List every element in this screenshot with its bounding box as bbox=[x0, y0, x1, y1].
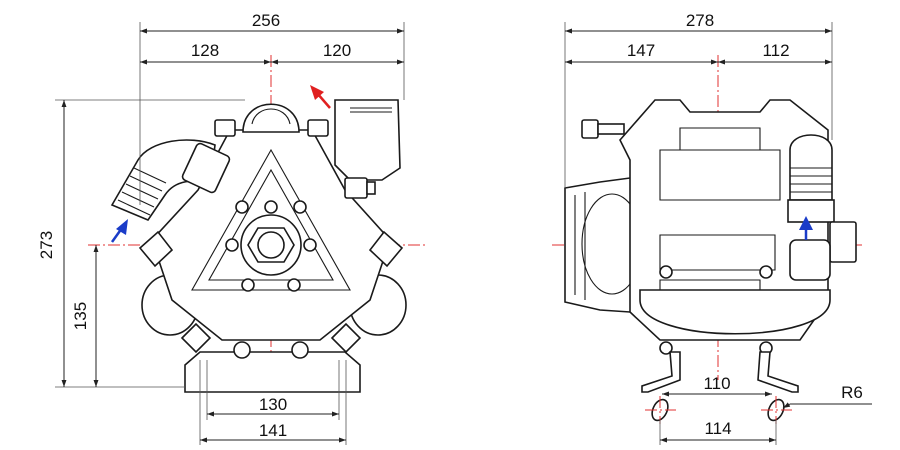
dim-r6-label: R6 bbox=[841, 383, 863, 402]
side-right-foot bbox=[757, 351, 799, 393]
dim-112-label: 112 bbox=[762, 41, 789, 60]
dim-147-label: 147 bbox=[627, 41, 655, 60]
dim-141-label: 141 bbox=[259, 421, 287, 440]
side-inlet-flow-arrow bbox=[799, 216, 813, 240]
dim-130-label: 130 bbox=[259, 395, 287, 414]
inlet-flow-arrow bbox=[110, 219, 128, 243]
dim-278-label: 278 bbox=[686, 11, 714, 30]
dim-120-label: 120 bbox=[323, 41, 351, 60]
outlet-flow-arrow bbox=[310, 85, 331, 109]
dim-128-label: 128 bbox=[191, 41, 219, 60]
side-left-fitting bbox=[581, 119, 599, 139]
front-base-plate bbox=[184, 351, 361, 393]
dim-256-label: 256 bbox=[252, 11, 280, 30]
side-left-foot bbox=[641, 351, 681, 393]
dim-110-label: 110 bbox=[703, 374, 730, 393]
dim-114-label: 114 bbox=[704, 419, 731, 438]
side-view: 278 147 112 110 114 R6 bbox=[552, 11, 872, 445]
dim-273-label: 273 bbox=[37, 231, 56, 259]
side-outlet-pipe bbox=[829, 221, 857, 263]
front-pressure-regulator bbox=[334, 99, 401, 181]
front-view: 256 128 120 273 135 130 141 bbox=[37, 11, 425, 445]
dim-135-label: 135 bbox=[71, 302, 90, 330]
front-top-dome bbox=[242, 103, 300, 133]
